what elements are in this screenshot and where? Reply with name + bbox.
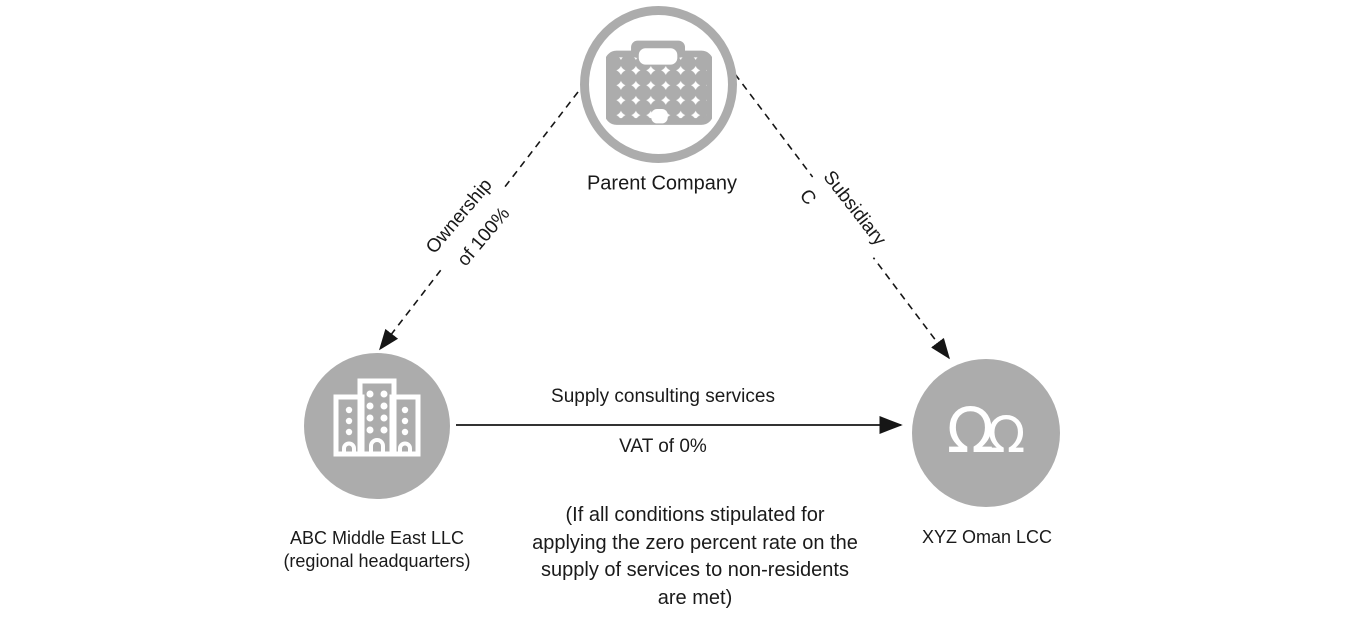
parent-company-label: Parent Company — [586, 172, 738, 195]
abc-node-label-line1: ABC Middle East LLC — [289, 528, 465, 548]
vat-rate-label: VAT of 0% — [619, 436, 707, 457]
footnote-line-1: (If all conditions stipulated for — [565, 504, 825, 526]
supply-services-label: Supply consulting services — [551, 386, 775, 407]
abc-node-label-line2: (regional headquarters) — [283, 551, 471, 571]
abc-node-label: ABC Middle East LLC (regional headquarte… — [283, 527, 470, 573]
xyz-node-label: XYZ Oman LCC — [921, 527, 1053, 547]
abc-node — [304, 353, 450, 499]
conditions-footnote: (If all conditions stipulated for applyi… — [532, 502, 858, 612]
parent-company-node — [580, 6, 737, 163]
briefcase-icon — [604, 39, 713, 130]
ownership-dashed-arrow — [379, 91, 579, 351]
buildings-icon — [329, 378, 425, 464]
footnote-line-3: supply of services to non-residents — [541, 559, 849, 581]
footnote-line-4: are met) — [657, 586, 733, 609]
footnote-line-2: applying the zero percent rate on the — [532, 531, 858, 554]
